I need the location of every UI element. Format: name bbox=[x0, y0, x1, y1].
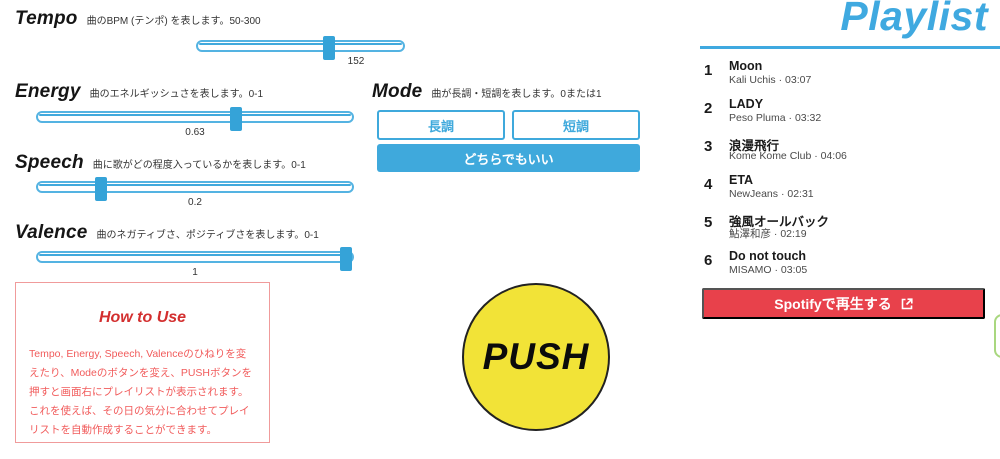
playlist-title: Playlist bbox=[840, 0, 988, 39]
track-subtitle: Kali Uchis · 03:07 bbox=[729, 74, 812, 86]
track-title: 強風オールバック bbox=[729, 215, 830, 229]
valence-slider-thumb[interactable] bbox=[339, 247, 352, 271]
tempo-slider[interactable] bbox=[196, 36, 405, 60]
valence-slider-rail bbox=[39, 254, 351, 256]
mode-label: Mode bbox=[372, 81, 423, 102]
track-number: 2 bbox=[704, 100, 713, 117]
track-number: 1 bbox=[704, 62, 713, 79]
valence-description: 曲のネガティブさ、ポジティブさを表します。0-1 bbox=[96, 230, 319, 241]
track-number: 5 bbox=[704, 214, 713, 231]
track-title: 浪漫飛行 bbox=[729, 139, 780, 153]
energy-description: 曲のエネルギッシュさを表します。0-1 bbox=[89, 89, 264, 100]
tempo-slider-rail bbox=[199, 43, 402, 45]
spotify-play-button[interactable]: Spotifyで再生する bbox=[702, 288, 985, 319]
track-subtitle: Peso Pluma · 03:32 bbox=[729, 112, 822, 124]
tempo-value: 152 bbox=[347, 56, 365, 67]
tempo-label: Tempo bbox=[15, 8, 78, 29]
valence-section-heading: Valence 曲のネガティブさ、ポジティブさを表します。0-1 bbox=[15, 222, 319, 244]
speech-label: Speech bbox=[15, 152, 84, 173]
track-number: 3 bbox=[704, 138, 713, 155]
valence-value: 1 bbox=[192, 267, 198, 278]
mode-minor-button[interactable]: 短調 bbox=[512, 110, 640, 140]
playlist-track-row: 1 Moon Kali Uchis · 03:07 bbox=[700, 58, 992, 94]
track-subtitle: MISAMO · 03:05 bbox=[729, 264, 808, 276]
track-number: 4 bbox=[704, 176, 713, 193]
playlist-track-row: 6 Do not touch MISAMO · 03:05 bbox=[700, 248, 992, 284]
energy-section-heading: Energy 曲のエネルギッシュさを表します。0-1 bbox=[15, 81, 263, 103]
tempo-section-heading: Tempo 曲のBPM (テンポ) を表します。50-300 bbox=[15, 8, 261, 30]
speech-slider-thumb[interactable] bbox=[94, 177, 107, 201]
playlist-track-row: 5 強風オールバック 鮎澤和彦 · 02:19 bbox=[700, 210, 992, 246]
mode-any-button[interactable]: どちらでもいい bbox=[377, 144, 640, 172]
mode-description: 曲が長調・短調を表します。0または1 bbox=[431, 89, 602, 100]
playlist-divider bbox=[700, 46, 1000, 49]
track-title: Moon bbox=[729, 59, 763, 73]
energy-slider[interactable] bbox=[36, 107, 354, 131]
mode-major-button[interactable]: 長調 bbox=[377, 110, 505, 140]
clipped-edge-widget[interactable] bbox=[994, 314, 1000, 358]
playlist-track-row: 4 ETA NewJeans · 02:31 bbox=[700, 172, 992, 208]
how-to-use-title: How to Use bbox=[98, 309, 187, 326]
speech-value: 0.2 bbox=[188, 197, 202, 208]
track-subtitle: Kome Kome Club · 04:06 bbox=[729, 150, 847, 162]
energy-slider-thumb[interactable] bbox=[229, 107, 242, 131]
track-subtitle: 鮎澤和彦 · 02:19 bbox=[729, 228, 807, 240]
push-button[interactable]: PUSH bbox=[462, 283, 610, 431]
energy-value: 0.63 bbox=[185, 127, 205, 138]
energy-slider-rail bbox=[39, 114, 351, 116]
playlist-track-row: 3 浪漫飛行 Kome Kome Club · 04:06 bbox=[700, 134, 992, 170]
tempo-description: 曲のBPM (テンポ) を表します。50-300 bbox=[86, 16, 261, 27]
speech-section-heading: Speech 曲に歌がどの程度入っているかを表します。0-1 bbox=[15, 152, 306, 174]
track-number: 6 bbox=[704, 252, 713, 269]
tempo-slider-thumb[interactable] bbox=[323, 36, 336, 60]
speech-slider[interactable] bbox=[36, 177, 354, 201]
track-subtitle: NewJeans · 02:31 bbox=[729, 188, 814, 200]
track-title: Do not touch bbox=[729, 249, 807, 263]
speech-slider-rail bbox=[39, 184, 351, 186]
speech-description: 曲に歌がどの程度入っているかを表します。0-1 bbox=[92, 160, 306, 171]
how-to-use-box: How to Use Tempo, Energy, Speech, Valenc… bbox=[15, 282, 270, 443]
valence-label: Valence bbox=[15, 222, 88, 243]
playlist-track-row: 2 LADY Peso Pluma · 03:32 bbox=[700, 96, 992, 132]
energy-label: Energy bbox=[15, 81, 81, 102]
mode-section-heading: Mode 曲が長調・短調を表します。0または1 bbox=[372, 81, 602, 103]
track-title: ETA bbox=[729, 173, 754, 187]
how-to-use-body: Tempo, Energy, Speech, Valenceのひねりを変えたり、… bbox=[29, 348, 253, 436]
spotify-play-label: Spotifyで再生する bbox=[774, 295, 892, 312]
track-title: LADY bbox=[729, 97, 764, 111]
external-link-icon bbox=[901, 297, 913, 310]
valence-slider[interactable] bbox=[36, 247, 354, 271]
